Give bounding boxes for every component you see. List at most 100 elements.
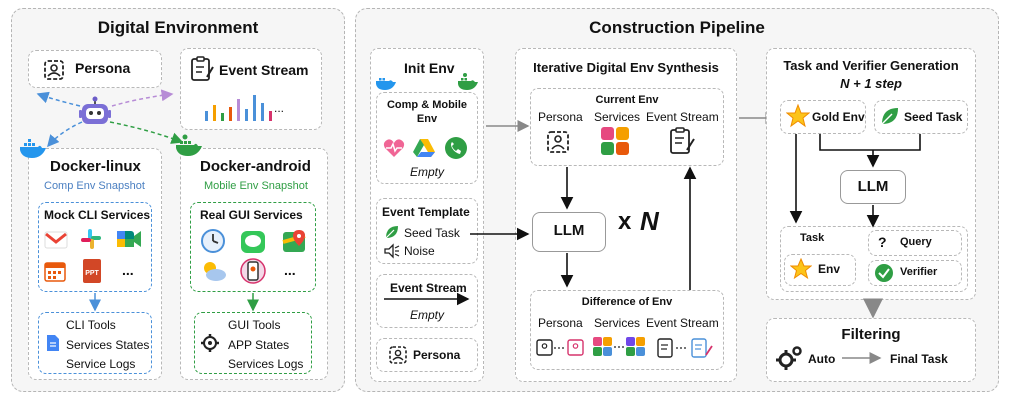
ppt-icon: PPT (83, 259, 101, 283)
init-persona-label: Persona (413, 348, 461, 362)
docker-whale-icon-green (458, 73, 478, 90)
event-template-label: Event Template (382, 205, 470, 219)
docker-android-subtitle: Mobile Env Snapshot (204, 180, 308, 192)
services-grid-icon (601, 127, 629, 155)
tv-seed-task-label: Seed Task (904, 110, 963, 124)
event-stream-more: ... (274, 101, 285, 115)
init-persona-icon (389, 346, 407, 364)
gears-icon (776, 346, 802, 370)
event-stream-card: Event Stream ... (180, 48, 322, 130)
init-event-stream-empty: Empty (409, 308, 444, 322)
iter-llm-label: LLM (553, 222, 585, 239)
current-services-label: Services (594, 110, 641, 124)
current-clipboard-icon (670, 127, 695, 154)
task-verifier-step: N + 1 step (840, 76, 902, 91)
tv-llm-box (840, 170, 906, 204)
docker-whale-icon (20, 139, 46, 158)
call-icon (445, 137, 467, 159)
diff-services-icon (593, 337, 645, 356)
task-label: Task (800, 232, 825, 244)
init-event-stream-label: Event Stream (390, 281, 467, 295)
comp-mobile-env-card (376, 92, 478, 184)
persona-card: Persona (28, 50, 162, 88)
check-badge-icon (875, 264, 893, 282)
docker-whale-icon-blue (376, 78, 396, 90)
verifier-label: Verifier (900, 266, 938, 278)
env-star-icon (790, 258, 812, 280)
current-env-title: Current Env (595, 94, 659, 106)
noise-label: Noise (404, 244, 435, 258)
event-bars-icon (205, 95, 272, 121)
current-persona-label: Persona (538, 110, 583, 124)
mock-cli-services-title: Mock CLI Services (44, 208, 151, 222)
construction-pipeline-title: Construction Pipeline (589, 18, 765, 37)
docker-android-title: Docker-android (200, 158, 311, 175)
digital-environment-title: Digital Environment (97, 18, 259, 37)
docker-android-whale-icon (176, 134, 202, 156)
env-label: Env (818, 262, 841, 276)
diff-persona-label: Persona (538, 316, 583, 330)
iterative-synthesis-title: Iterative Digital Env Synthesis (533, 60, 719, 75)
tv-leaf-icon (881, 108, 898, 125)
final-task-label: Final Task (890, 352, 948, 366)
question-icon: ? (878, 234, 887, 250)
init-persona-card (376, 338, 478, 372)
messages-icon (241, 231, 265, 253)
slack-icon (81, 229, 101, 249)
clock-icon (201, 229, 225, 253)
docker-linux-subtitle: Comp Env Snapshot (44, 180, 145, 192)
diff-services-label: Services (594, 316, 641, 330)
persona-label: Persona (75, 60, 131, 76)
phone-app-icon (240, 258, 266, 284)
services-logs-label: Services Logs (228, 357, 304, 371)
event-stream-label: Event Stream (219, 62, 309, 78)
maps-icon (282, 230, 306, 252)
n-label: N (640, 206, 659, 236)
auto-label: Auto (808, 352, 836, 366)
cli-tools-label: CLI Tools (66, 318, 116, 332)
docs-icon (47, 335, 59, 351)
difference-of-env-title: Difference of Env (581, 296, 673, 308)
drive-icon (413, 139, 435, 157)
iter-llm-box (532, 212, 606, 252)
service-logs-label: Service Logs (66, 357, 136, 371)
gear-icon (201, 334, 219, 352)
gold-env-label: Gold Env (812, 110, 865, 124)
tv-llm-label: LLM (857, 178, 889, 195)
seed-task-label: Seed Task (404, 226, 460, 240)
diff-event-stream-icon (657, 338, 713, 358)
real-gui-services-title: Real GUI Services (200, 208, 303, 222)
times-label: x (618, 208, 632, 235)
docker-linux-title: Docker-linux (50, 158, 141, 175)
diff-persona-icon (536, 339, 584, 356)
diff-event-stream-label: Event Stream (646, 316, 719, 330)
ppt-label: PPT (85, 270, 99, 277)
query-card (868, 230, 962, 256)
app-states-label: APP States (228, 338, 290, 352)
leaf-icon (385, 226, 398, 239)
robot-icon (79, 96, 111, 124)
speaker-icon (384, 243, 400, 259)
services-states-label: Services States (66, 338, 150, 352)
difference-of-env-card (530, 290, 724, 370)
current-persona-icon (547, 131, 569, 153)
real-gui-more: ... (284, 262, 296, 278)
star-icon (786, 104, 810, 128)
mock-cli-more: ... (122, 262, 134, 278)
meet-icon (117, 231, 141, 247)
gui-tools-label: GUI Tools (228, 318, 281, 332)
current-event-stream-label: Event Stream (646, 110, 719, 124)
filtering-title: Filtering (841, 326, 901, 343)
weather-icon (204, 262, 226, 281)
persona-icon (44, 60, 64, 80)
init-env-title: Init Env (404, 60, 455, 76)
comp-mobile-empty: Empty (409, 165, 444, 179)
query-label: Query (900, 236, 932, 248)
